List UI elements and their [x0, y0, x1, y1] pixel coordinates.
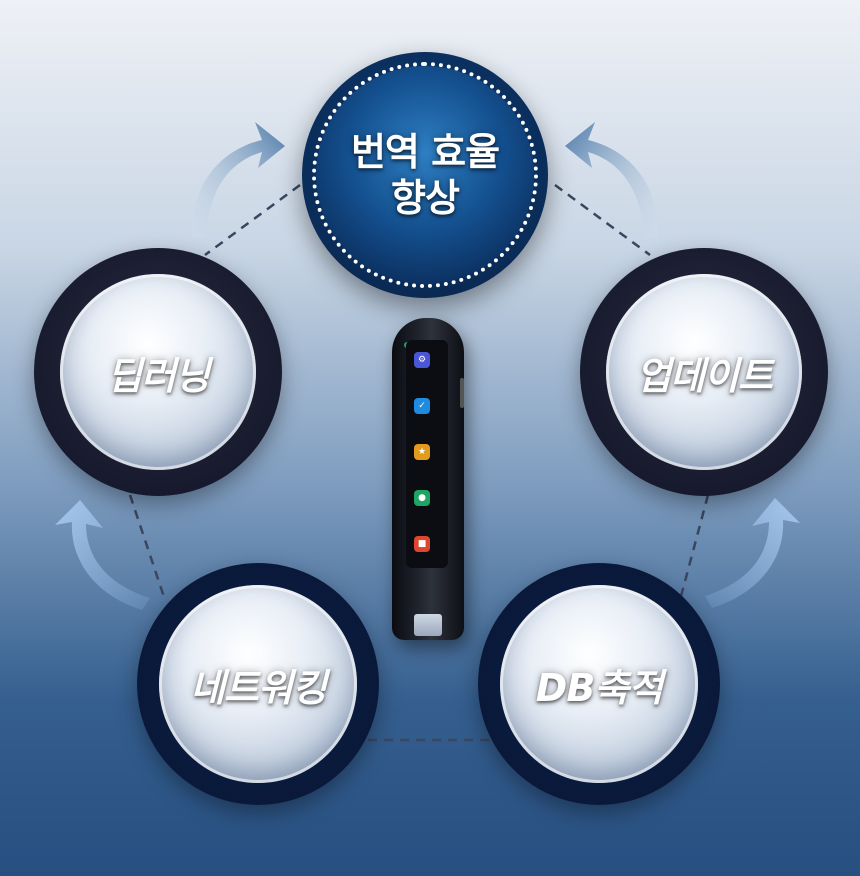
- link-left-bottom: [128, 494, 167, 601]
- db-label: DB축적: [535, 665, 663, 710]
- arrow-up-right: [565, 122, 659, 238]
- arrow-up-lower-left: [55, 500, 150, 610]
- link-top-left: [204, 183, 301, 257]
- link-right-bottom: [678, 494, 710, 601]
- mic-icon: ●: [414, 490, 430, 506]
- dotted-border: [312, 62, 538, 288]
- pen-tip: [414, 614, 442, 636]
- arrow-up-left: [191, 122, 285, 238]
- link-top-right: [554, 183, 651, 257]
- gear-icon: ⚙: [414, 352, 430, 368]
- update-label: 업데이트: [636, 353, 773, 398]
- arrow-up-lower-right: [705, 498, 800, 608]
- center-node: 번역 효율 향상: [302, 52, 548, 298]
- book-icon: ■: [414, 536, 430, 552]
- check-icon: ✓: [414, 398, 430, 414]
- center-label: 번역 효율 향상: [350, 130, 500, 220]
- translator-pen-device: ⚙ ✓ ★ ● ■: [392, 318, 464, 640]
- deep-learning-label: 딥러닝: [107, 353, 210, 398]
- star-icon: ★: [414, 444, 430, 460]
- node-db: DB축적: [478, 563, 720, 805]
- device-screen: ⚙ ✓ ★ ● ■: [406, 340, 448, 568]
- node-networking: 네트워킹: [137, 563, 379, 805]
- node-deep-learning: 딥러닝: [34, 248, 282, 496]
- node-update: 업데이트: [580, 248, 828, 496]
- networking-label: 네트워킹: [190, 665, 327, 710]
- side-button: [460, 378, 464, 408]
